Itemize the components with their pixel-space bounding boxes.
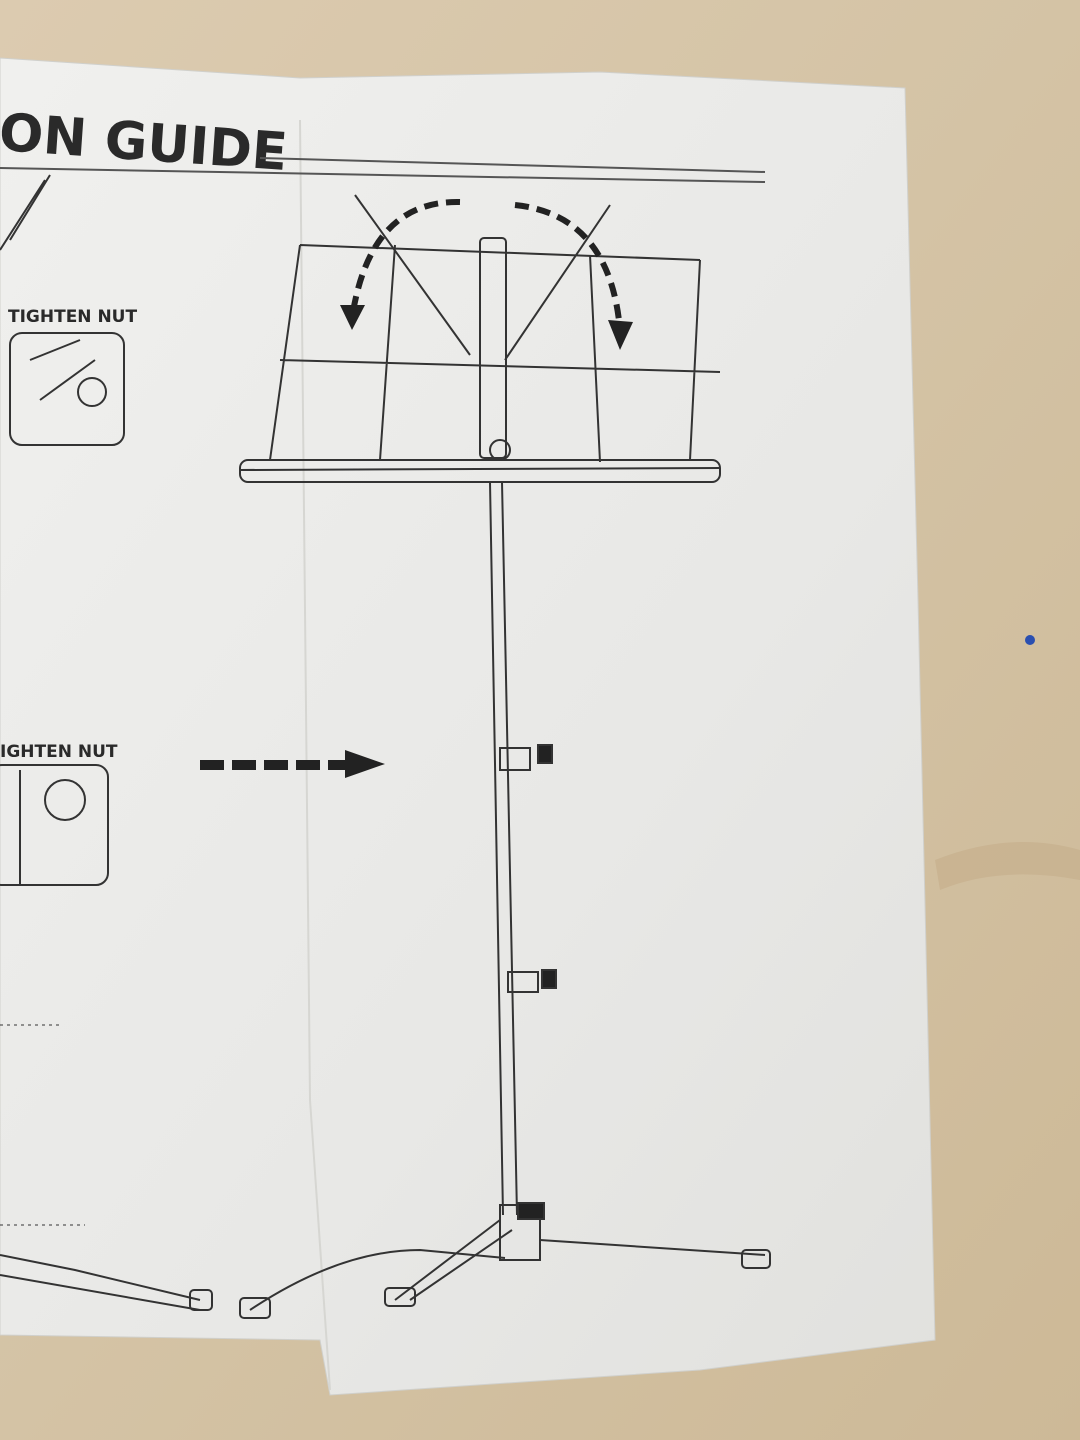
desk-ribs — [354, 194, 611, 361]
knob-icon — [489, 439, 511, 461]
nut-icon — [77, 377, 107, 407]
step-tighten-nut-middle: IGHTEN NUT — [0, 742, 118, 886]
dashed-arrow-right — [200, 750, 385, 778]
step-tighten-nut-top: TIGHTEN NUT — [0, 174, 137, 446]
instruction-paper — [0, 57, 936, 1396]
tripod-legs — [249, 1219, 766, 1311]
left-tripod-fragment — [0, 1254, 201, 1311]
dashed-arrow-left — [349, 198, 461, 319]
fabric-fold — [935, 842, 1080, 890]
desk-frame — [239, 244, 721, 471]
stand-tube — [489, 481, 518, 1216]
title-rule — [259, 157, 766, 173]
detail-box — [0, 764, 109, 886]
dotted-guide — [0, 1024, 85, 1226]
height-clamp — [507, 971, 539, 993]
nut-icon — [44, 779, 86, 821]
height-clamp — [499, 747, 531, 771]
desk-ledge — [239, 459, 721, 483]
step-label: IGHTEN NUT — [0, 742, 118, 762]
paper-crease — [299, 119, 331, 1391]
guide-title: ON GUIDE — [0, 103, 766, 183]
title-rule — [0, 167, 766, 183]
music-stand-diagram — [0, 194, 771, 1319]
detail-box — [9, 332, 125, 446]
step-label: TIGHTEN NUT — [8, 307, 137, 327]
blue-speck — [1025, 635, 1035, 645]
